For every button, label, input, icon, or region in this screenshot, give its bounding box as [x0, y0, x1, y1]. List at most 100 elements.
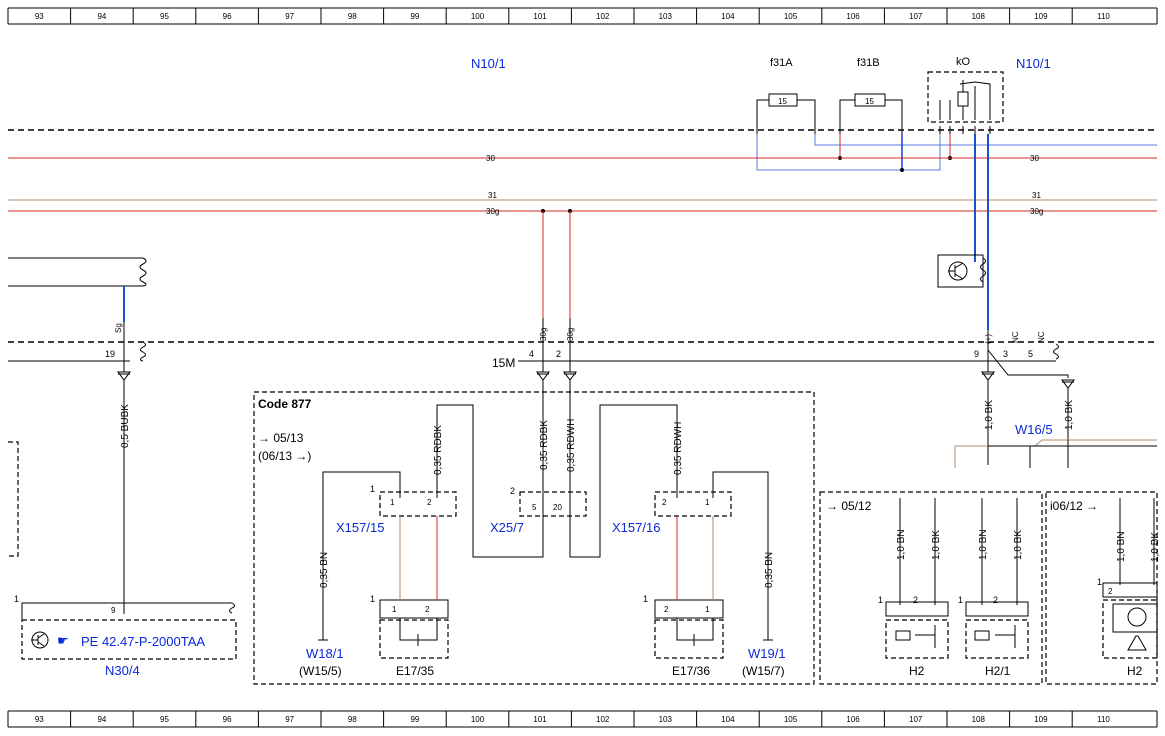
- top-ruler-column-label: 100: [471, 12, 485, 21]
- svg-text:2: 2: [1108, 587, 1113, 596]
- bottom-ruler-column-label: 97: [285, 715, 294, 724]
- bus-30g: 30g 30g: [8, 207, 1157, 216]
- fuse-f31b-label: f31B: [857, 57, 880, 69]
- x157-15-pin-1: 1: [370, 484, 375, 494]
- left-module-top: [8, 257, 147, 322]
- transistor-module: [937, 254, 986, 288]
- connector-arrows: [117, 371, 1075, 389]
- code-877-box: Code 877 → 05/13 (06/13 →) 1 1 2 X157/15…: [253, 391, 815, 685]
- wire-label-bk-a: 1,0 BK: [984, 400, 995, 430]
- top-ruler-column-label: 109: [1034, 12, 1048, 21]
- h2-wire-bn-1: 1,0 BN: [896, 529, 907, 560]
- bottom-ruler-column-label: 103: [659, 715, 673, 724]
- top-ruler-column-label: 106: [846, 12, 860, 21]
- fuse-f31b: 15: [839, 93, 903, 128]
- top-ruler-column-label: 95: [160, 12, 169, 21]
- top-ruler-column-label: 94: [97, 12, 106, 21]
- e17-36-pin-1: 1: [643, 594, 648, 604]
- h2-wire-bk-3: 1,0 BK: [1150, 532, 1161, 562]
- bus-31-label-left: 31: [488, 191, 497, 200]
- w18-1-label: W18/1: [306, 646, 344, 661]
- bus-30-label-right: 30: [1030, 154, 1039, 163]
- connector-15m-label: 15M: [492, 356, 515, 370]
- svg-text:1: 1: [392, 605, 397, 614]
- wire-label-bubk: 0,5 BUBK: [120, 404, 131, 448]
- top-ruler-column-label: 102: [596, 12, 610, 21]
- e17-35-pin-2: 2: [425, 605, 430, 614]
- h2-wire-bk-2: 1,0 BK: [1013, 530, 1024, 560]
- fuse-f31a-label: f31A: [770, 57, 793, 69]
- svg-text:1: 1: [705, 498, 710, 507]
- code-877-arrow-to: → 05/13: [258, 431, 304, 445]
- svg-text:2: 2: [664, 605, 669, 614]
- connector-arrow-marker: [981, 371, 995, 381]
- bottom-ruler-column-label: 110: [1097, 715, 1110, 724]
- wire-label-bk-b: 1,0 BK: [1064, 400, 1075, 430]
- left-fragment-box: [8, 441, 19, 557]
- relay-ko-label: kO: [956, 56, 971, 68]
- top-ruler-column-label: 110: [1097, 12, 1110, 21]
- connector-arrow-marker: [1061, 379, 1075, 389]
- fuse-f31a-value: 15: [778, 97, 787, 106]
- fuse-f31a: 15: [756, 93, 816, 128]
- hand-pointer-icon: ☛: [57, 633, 69, 648]
- code-877-from-to: (06/13 →): [258, 449, 311, 463]
- pin-9-label: 9: [974, 349, 979, 359]
- wire-label-rdwh-right: 0,35 RDWH: [673, 422, 684, 475]
- bus-31-label-right: 31: [1032, 191, 1041, 200]
- connector-arrow-marker: [536, 371, 550, 381]
- bottom-ruler-column-label: 108: [972, 715, 986, 724]
- x25-7-pin-2: 2: [510, 486, 515, 496]
- horn-section: → 05/12 i06/12 → 1,0 BN 1,0 BK 1,0 BN 1,…: [819, 491, 1161, 685]
- horn-h2-1-label: H2/1: [985, 664, 1011, 678]
- n30-4-pin-1: 1: [14, 594, 19, 604]
- pin-5-label: 5: [1028, 349, 1033, 359]
- pin-3-label: 3: [1003, 349, 1008, 359]
- w15-7-label: (W15/7): [742, 664, 785, 678]
- wire-label-bn-right: 0,35 BN: [764, 552, 775, 588]
- bottom-ruler-column-label: 106: [846, 715, 860, 724]
- bottom-ruler-column-label: 109: [1034, 715, 1048, 724]
- svg-text:1: 1: [705, 605, 710, 614]
- module-n30-4-label: N30/4: [105, 663, 140, 678]
- w19-1-label: W19/1: [748, 646, 786, 661]
- bus-30-label-left: 30: [486, 154, 495, 163]
- x25-7-pin-20: 20: [553, 503, 562, 512]
- top-ruler-column-label: 99: [410, 12, 419, 21]
- connector-arrow-marker: [117, 371, 131, 381]
- bus-30g-label-left: 30g: [486, 207, 499, 216]
- x157-16-label: X157/16: [612, 520, 660, 535]
- bottom-ruler-column-label: 96: [223, 715, 232, 724]
- svg-text:2: 2: [993, 595, 998, 605]
- h2-wire-bn-3: 1,0 BN: [1116, 531, 1127, 562]
- top-connector-pins: [756, 126, 991, 134]
- bottom-ruler-column-label: 98: [348, 715, 357, 724]
- top-ruler-column-label: 101: [533, 12, 547, 21]
- w15-5-label: (W15/5): [299, 664, 342, 678]
- bottom-ruler-column-label: 94: [97, 715, 106, 724]
- x157-15-label: X157/15: [336, 520, 384, 535]
- pe-reference-link[interactable]: PE 42.47-P-2000TAA: [81, 634, 205, 649]
- top-ruler-column-label: 105: [784, 12, 798, 21]
- top-ruler-column-label: 103: [659, 12, 673, 21]
- horn-h2-label: H2: [909, 664, 925, 678]
- w16-5-label: W16/5: [1015, 422, 1053, 437]
- module-n10-1-label: N10/1: [471, 56, 506, 71]
- x25-7-label: X25/7: [490, 520, 524, 535]
- svg-text:1: 1: [958, 595, 963, 605]
- bottom-ruler-column-label: 104: [721, 715, 735, 724]
- svg-text:1: 1: [878, 595, 883, 605]
- svg-text:1: 1: [390, 498, 395, 507]
- code-877-title: Code 877: [258, 397, 312, 411]
- pin-sg-label: Sg: [114, 323, 123, 333]
- bottom-ruler-column-label: 93: [35, 715, 44, 724]
- pin-nc-2: NC: [1037, 331, 1046, 343]
- top-ruler-column-label: 96: [223, 12, 232, 21]
- top-ruler-column-label: 98: [348, 12, 357, 21]
- bus-31: 31 31: [8, 191, 1157, 201]
- bottom-ruler-column-label: 102: [596, 715, 610, 724]
- bus-30g-label-right: 30g: [1030, 207, 1043, 216]
